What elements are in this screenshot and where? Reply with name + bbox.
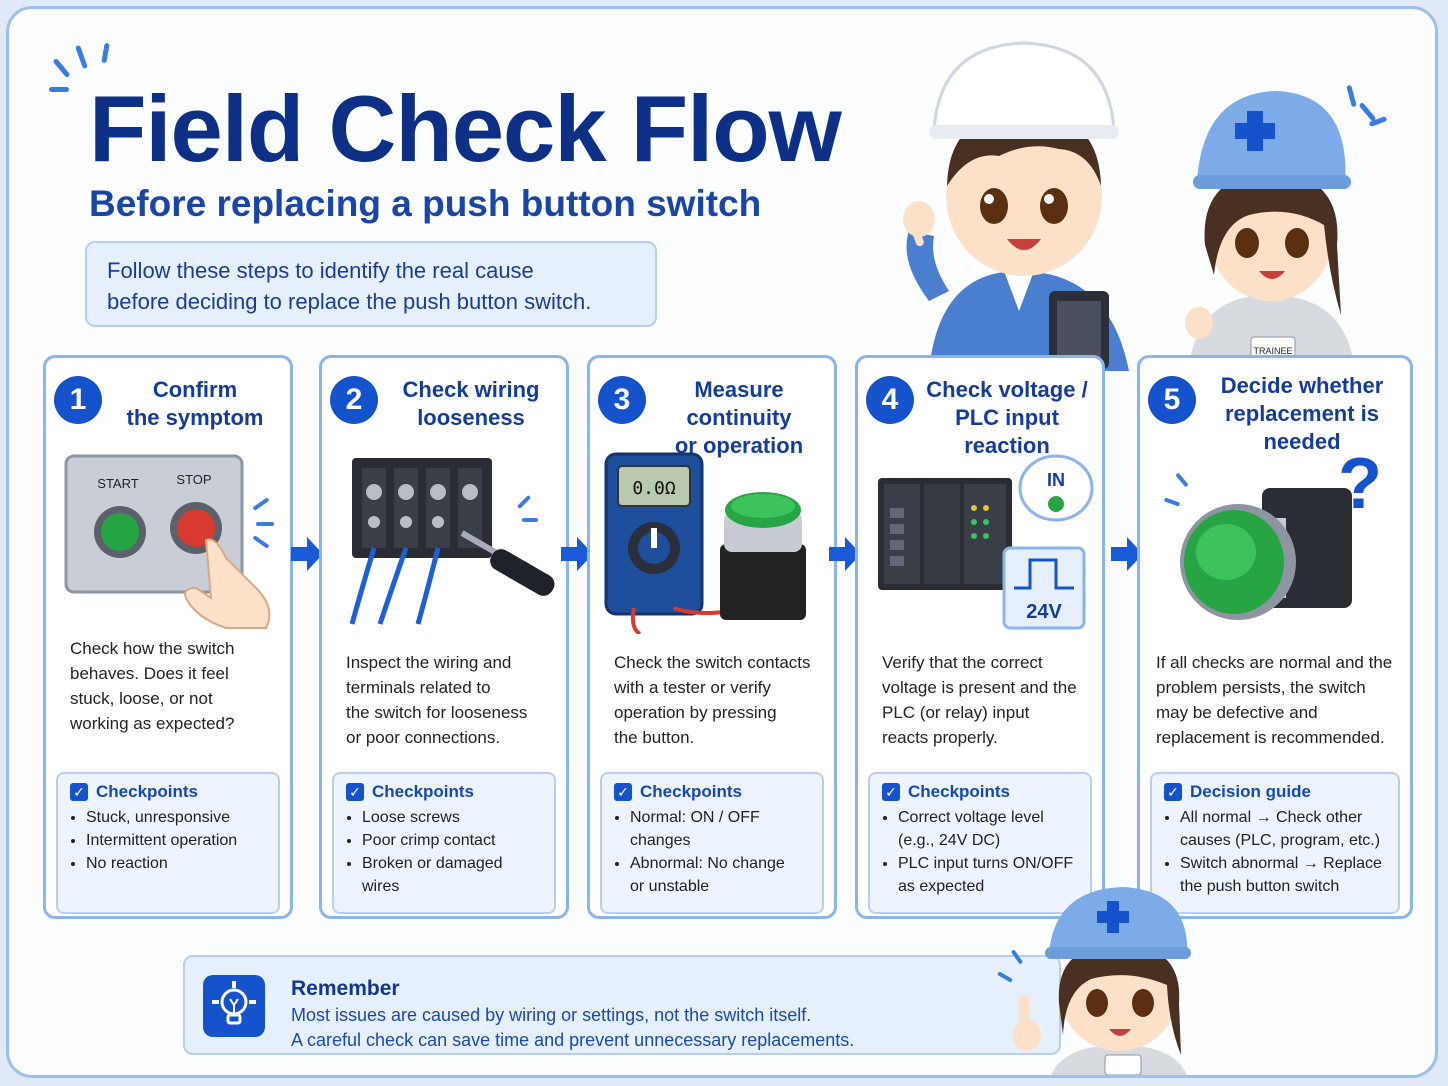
checkpoint-item: Loose screws (362, 806, 542, 829)
checkpoint-item: No reaction (86, 852, 266, 875)
multimeter-illustration: 0.0Ω (604, 452, 806, 634)
spark-decoration (101, 42, 110, 64)
spark-decoration (52, 57, 71, 79)
checkbox-icon: ✓ (70, 783, 88, 801)
checkpoints-panel: ✓ Checkpoints Loose screws Poor crimp con… (332, 772, 556, 914)
arrow-right-icon (291, 537, 323, 571)
trainee-character: TRAINEE (1185, 91, 1354, 365)
stop-label: STOP (176, 472, 211, 487)
intro-box: Follow these steps to identify the real … (85, 241, 657, 327)
voltage-label: 24V (1026, 601, 1062, 623)
push-button-switch-illustration: ? (1164, 448, 1382, 620)
checkpoint-item: Intermittent operation (86, 829, 266, 852)
checkbox-icon: ✓ (882, 783, 900, 801)
plc-illustration: IN 24V (878, 454, 1094, 630)
checkpoints-panel: ✓ Checkpoints Stuck, unresponsive Intermi… (56, 772, 280, 914)
intro-line: before deciding to replace the push butt… (107, 289, 592, 314)
checkpoint-item: Stuck, unresponsive (86, 806, 266, 829)
multimeter-display: 0.0Ω (632, 478, 676, 499)
trainee-character-pointing (1013, 887, 1191, 1075)
spark-decoration (49, 87, 69, 92)
arrow-right-icon (561, 537, 593, 571)
infographic-frame: Field Check Flow Before replacing a push… (6, 6, 1438, 1078)
step-card-4: 4 Check voltage /PLC input reaction IN 2… (855, 355, 1105, 919)
checkbox-icon: ✓ (346, 783, 364, 801)
question-mark-icon: ? (1338, 448, 1382, 524)
decision-guide-panel: ✓ Decision guide All normal → Check other… (1150, 772, 1400, 914)
arrow-right-icon (829, 537, 861, 571)
remember-box: Remember Most issues are caused by wirin… (183, 955, 1061, 1055)
spark-decoration (75, 44, 88, 70)
decision-guide-title: Decision guide (1190, 782, 1311, 801)
push-button-panel-illustration: START STOP (64, 454, 274, 629)
step-number-badge: 2 (330, 376, 378, 424)
checkpoint-item: Correct voltage level(e.g., 24V DC) (898, 806, 1078, 852)
remember-line: A careful check can save time and preven… (291, 1030, 855, 1050)
checkpoints-title: Checkpoints (96, 782, 199, 801)
step-number-badge: 3 (598, 376, 646, 424)
remember-line: Most issues are caused by wiring or sett… (291, 1005, 812, 1025)
arrow-right-icon (1111, 537, 1143, 571)
checkpoints-title: Checkpoints (640, 782, 743, 801)
input-label: IN (1047, 470, 1065, 490)
checkbox-icon: ✓ (1164, 783, 1182, 801)
checkbox-icon: ✓ (614, 783, 632, 801)
step-number-badge: 5 (1148, 376, 1196, 424)
lightbulb-icon (203, 975, 265, 1037)
step-number-badge: 4 (866, 376, 914, 424)
engineer-character (903, 41, 1129, 371)
step-number-badge: 1 (54, 376, 102, 424)
terminal-block-illustration (349, 458, 555, 625)
trainee-badge-text: TRAINEE (1253, 346, 1292, 356)
page-subtitle: Before replacing a push button switch (89, 183, 762, 224)
checkpoints-title: Checkpoints (908, 782, 1011, 801)
checkpoint-item: Poor crimp contact (362, 829, 542, 852)
intro-line: Follow these steps to identify the real … (107, 258, 534, 283)
page-title: Field Check Flow (89, 76, 842, 181)
step-title: Check voltage /PLC input reaction (926, 377, 1088, 458)
start-label: START (97, 476, 138, 491)
remember-title: Remember (291, 977, 400, 1000)
checkpoints-panel: ✓ Checkpoints Correct voltage level(e.g.,… (868, 772, 1092, 914)
checkpoints-title: Checkpoints (372, 782, 475, 801)
